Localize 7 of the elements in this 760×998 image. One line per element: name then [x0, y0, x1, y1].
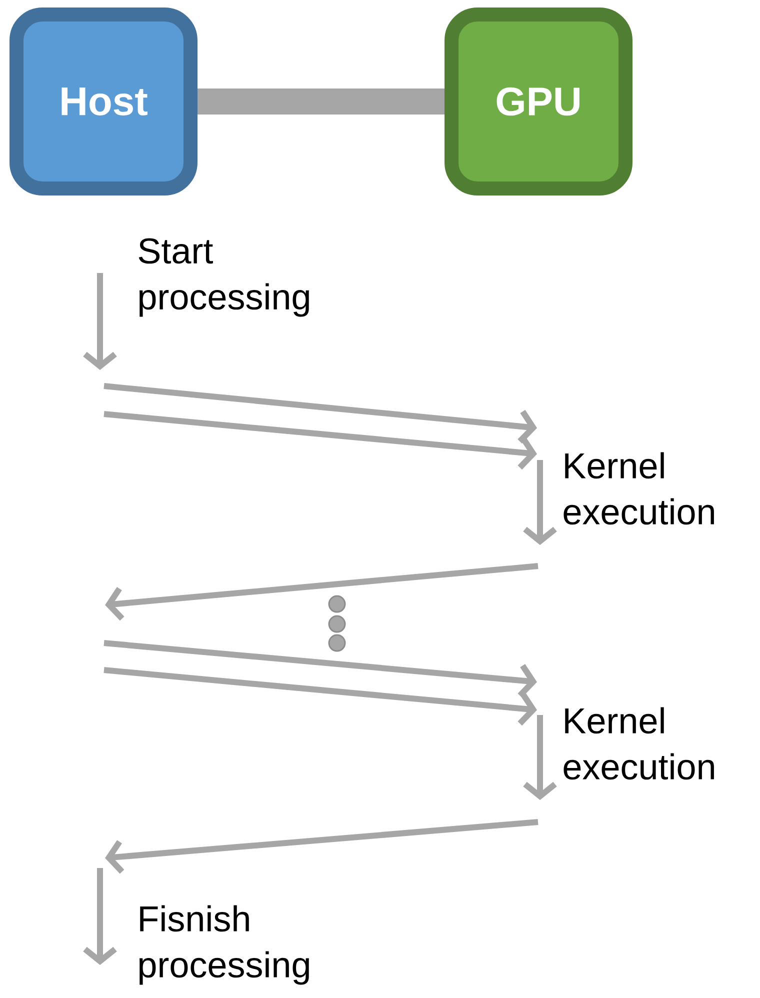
step-label: Fisnish processing — [140, 905, 309, 985]
host-box: Host — [10, 8, 198, 196]
step-label: Kernel execution — [564, 452, 714, 525]
connection-bar — [198, 88, 444, 114]
step-label: Kernel execution — [564, 707, 714, 780]
gpu-box: GPU — [444, 8, 632, 196]
step-label: Start processing — [138, 238, 309, 317]
